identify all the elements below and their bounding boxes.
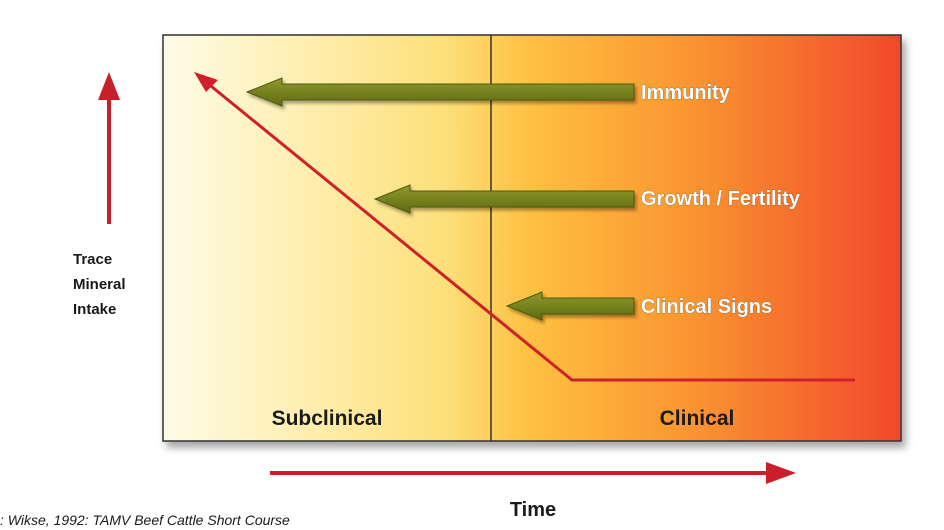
y-axis-arrowhead <box>98 72 120 100</box>
clinical-signs-arrow <box>505 291 635 321</box>
trace-mineral-line-arrowhead <box>194 72 218 92</box>
x-axis-arrowhead <box>766 462 796 484</box>
immunity-label: Immunity <box>641 82 731 104</box>
y-axis-label-line1: Trace <box>73 251 112 268</box>
clinical-signs-label: Clinical Signs <box>641 296 772 318</box>
y-axis-label-line3: Intake <box>73 301 116 318</box>
diagram-box <box>162 34 902 442</box>
subclinical-label: Subclinical <box>272 407 383 430</box>
growth-fertility-label: Growth / Fertility <box>641 188 801 210</box>
clinical-label: Clinical <box>660 407 735 430</box>
x-axis-label: Time <box>510 499 556 521</box>
trace-mineral-line <box>205 80 855 382</box>
y-axis-label-line2: Mineral <box>73 276 126 293</box>
immunity-arrow <box>245 77 635 107</box>
growth-fertility-arrow <box>373 184 635 214</box>
source-citation: : Wikse, 1992: TAMV Beef Cattle Short Co… <box>0 512 290 528</box>
